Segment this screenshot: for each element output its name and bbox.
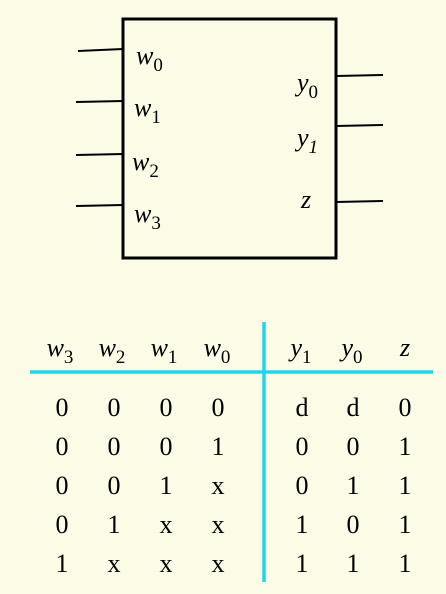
table-cell: 0 bbox=[295, 432, 309, 461]
input-line-w3 bbox=[75, 204, 124, 207]
table-header-w3: w3 bbox=[46, 333, 74, 368]
table-cell: 0 bbox=[211, 393, 225, 422]
table-cell: 0 bbox=[107, 393, 121, 422]
output-line-z bbox=[335, 200, 384, 203]
table-header-w1: w1 bbox=[150, 333, 178, 368]
table-cell: x bbox=[159, 510, 173, 539]
table-cell: x bbox=[211, 549, 225, 578]
table-cell: 1 bbox=[398, 510, 412, 539]
table-cell: 1 bbox=[346, 549, 360, 578]
table-cell: d bbox=[295, 393, 309, 422]
table-cell: d bbox=[346, 393, 360, 422]
table-cell: 1 bbox=[398, 432, 412, 461]
table-cell: 0 bbox=[55, 471, 69, 500]
table-cell: 1 bbox=[295, 549, 309, 578]
table-header-w0: w0 bbox=[203, 333, 231, 368]
table-cell: 0 bbox=[346, 432, 360, 461]
input-line-w0 bbox=[77, 48, 124, 52]
table-cell: 1 bbox=[346, 471, 360, 500]
table-cell: 0 bbox=[55, 393, 69, 422]
table-cell: 0 bbox=[159, 393, 173, 422]
output-label-y1: y1 bbox=[297, 123, 319, 158]
input-label-w1: w1 bbox=[134, 93, 161, 128]
table-cell: x bbox=[107, 549, 121, 578]
table-header-w2: w2 bbox=[98, 333, 126, 368]
table-cell: 0 bbox=[346, 510, 360, 539]
table-cell: 1 bbox=[398, 549, 412, 578]
table-cell: 0 bbox=[55, 510, 69, 539]
table-cell: 0 bbox=[398, 393, 412, 422]
table-cell: 0 bbox=[107, 471, 121, 500]
output-line-y1 bbox=[335, 124, 384, 127]
table-header-z: z bbox=[399, 333, 411, 362]
output-label-y0: y0 bbox=[297, 68, 319, 103]
input-label-w3: w3 bbox=[134, 199, 161, 234]
input-label-w2: w2 bbox=[132, 147, 159, 182]
table-cell: 0 bbox=[159, 432, 173, 461]
table-cell: 1 bbox=[107, 510, 121, 539]
output-line-y0 bbox=[335, 74, 384, 77]
table-cell: 1 bbox=[159, 471, 173, 500]
table-cell: 1 bbox=[55, 549, 69, 578]
table-cell: 0 bbox=[107, 432, 121, 461]
table-cell: 0 bbox=[295, 471, 309, 500]
input-line-w1 bbox=[75, 100, 124, 103]
table-cell: x bbox=[211, 510, 225, 539]
input-line-w2 bbox=[75, 153, 124, 156]
table-cell: 1 bbox=[211, 432, 225, 461]
table-cell: 0 bbox=[55, 432, 69, 461]
table-header-y0: y0 bbox=[341, 333, 363, 368]
encoder-block bbox=[121, 17, 338, 260]
table-header-y1: y1 bbox=[290, 333, 312, 368]
table-cell: 1 bbox=[398, 471, 412, 500]
input-label-w0: w0 bbox=[136, 41, 163, 76]
table-cell: x bbox=[211, 471, 225, 500]
table-cell: 1 bbox=[295, 510, 309, 539]
table-cell: x bbox=[159, 549, 173, 578]
output-label-z: z bbox=[301, 185, 312, 214]
